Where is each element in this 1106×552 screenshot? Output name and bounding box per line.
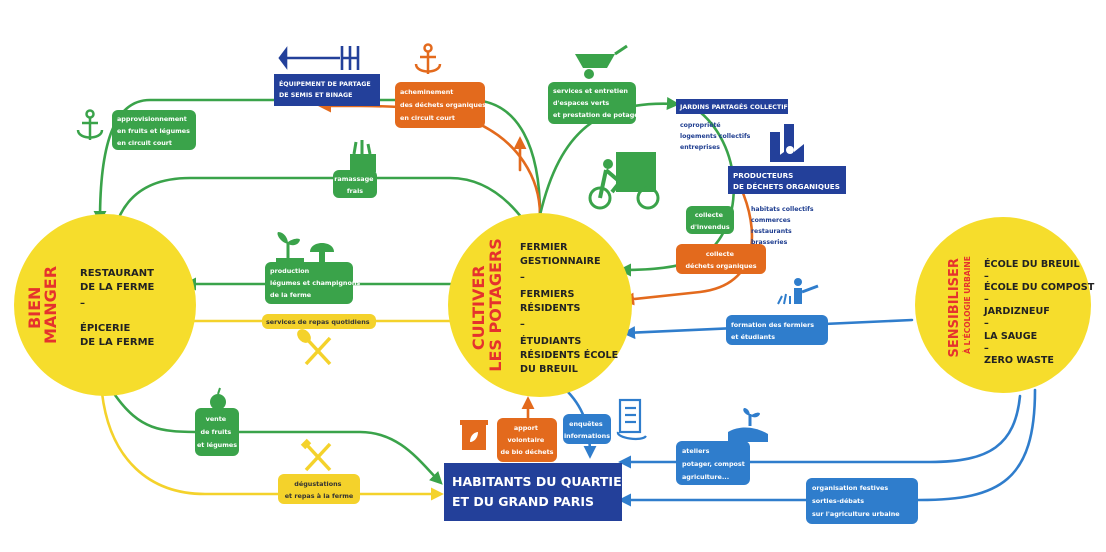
flow-degustations	[100, 391, 444, 501]
svg-text:RESTAURANT DE LA FERME: RESTAURANT DE LA FERME – ÉPICERIE DE LA …	[80, 268, 158, 348]
box-producteurs: PRODUCTEURS DE DÉCHETS ORGANIQUES	[728, 166, 846, 194]
svg-text:HABITANTS DU QUARTIER ET: HABITANTS DU QUARTIER ET DU GRAND PARIS	[452, 474, 636, 509]
flow-vente-fruits	[113, 393, 443, 485]
box-equipement: ÉQUIPEMENT DE PARTAGE DE SEMIS ET BINAGE	[274, 74, 380, 106]
anchor-icon	[76, 109, 104, 140]
hand-plant-icon	[728, 408, 768, 442]
pill-ramassage: ramassage frais	[333, 170, 377, 198]
wheelbarrow-icon	[575, 44, 628, 79]
flow-ramassage	[111, 176, 527, 232]
hub-bien-manger: BIEN MANGER RESTAURANT DE LA FERME – ÉPI…	[14, 214, 196, 396]
anchor-icon	[414, 43, 442, 74]
pill-organisation: organisation festives sorties-débats sur…	[806, 478, 918, 524]
hub-title: BIEN MANGER	[25, 266, 60, 344]
svg-text:ramassage frais: ramassage frais	[334, 175, 376, 195]
pill-vente-fruits: vente de fruits et légumes	[195, 408, 239, 456]
pill-enquetes: enquêtes informations	[563, 414, 611, 444]
svg-text:JARDINS PARTAGÉS COLLECTIFS: JARDINS PARTAGÉS COLLECTIFS	[679, 102, 793, 111]
scroll-icon	[616, 398, 647, 441]
pill-ateliers: ateliers potager, compost agriculture...	[676, 441, 750, 485]
pill-services-entretien: services et entretien d'espaces verts et…	[548, 82, 643, 124]
apple-icon	[210, 387, 226, 410]
svg-text:approvisionnement en fru: approvisionnement en fruits et légumes e…	[117, 115, 192, 147]
svg-text:production légumes et ch: production légumes et champignons de la …	[270, 267, 362, 299]
svg-text:services et entretien d': services et entretien d'espaces verts et…	[553, 87, 643, 119]
hub-title: CULTIVER LES POTAGERS	[469, 238, 505, 372]
svg-text:PRODUCTEURS DE DÉCHETS O: PRODUCTEURS DE DÉCHETS ORGANIQUES	[733, 171, 840, 191]
pill-collecte-dechets: collecte déchets organiques	[676, 244, 766, 274]
svg-text:services de repas quotidiens: services de repas quotidiens	[266, 318, 370, 326]
svg-text:collecte d'invendus: collecte d'invendus	[690, 211, 729, 231]
sprinkler-icon	[777, 278, 819, 305]
svg-text:apport volontaire: apport volontaire de bio déchets	[501, 424, 554, 456]
hub-sensibiliser: SENSIBILISER À L'ÉCOLOGIE URBAINE ÉCOLE …	[915, 217, 1098, 393]
pill-formation: formation des fermiers et étudiants	[726, 315, 828, 345]
svg-text:vente de fruits et: vente de fruits et légumes	[197, 415, 237, 449]
flow-services	[538, 97, 680, 217]
compost-bin-icon	[460, 420, 488, 450]
svg-text:ateliers potager, compos: ateliers potager, compost agriculture...	[682, 447, 747, 481]
seed-drill-icon	[278, 46, 360, 70]
delivery-bike-icon	[588, 152, 660, 210]
svg-text:dégustations et repas à: dégustations et repas à la ferme	[285, 480, 354, 500]
svg-text:ÉQUIPEMENT DE PARTAGE DE: ÉQUIPEMENT DE PARTAGE DE SEMIS ET BINAGE	[279, 79, 373, 99]
sprout-mushroom-icon	[276, 232, 334, 264]
pill-degustations: dégustations et repas à la ferme	[278, 474, 360, 504]
svg-text:enquêtes informations: enquêtes informations	[564, 420, 610, 440]
svg-text:FERMIER GESTIONNAIRE: FERMIER GESTIONNAIRE – FERMIERS RÉSIDENT…	[520, 242, 622, 375]
factory-icon	[770, 124, 804, 162]
hub-title: SENSIBILISER À L'ÉCOLOGIE URBAINE	[943, 252, 972, 357]
pill-collecte-invendus: collecte d'invendus	[686, 206, 734, 234]
svg-text:formation des fermiers e: formation des fermiers et étudiants	[731, 321, 816, 341]
fork-spoon-icon	[297, 329, 332, 366]
box-jardins: JARDINS PARTAGÉS COLLECTIFS	[676, 99, 793, 114]
flow-ateliers	[618, 394, 1022, 469]
svg-text:collecte déchets organiq: collecte déchets organiques	[685, 250, 756, 270]
hub-cultiver: CULTIVER LES POTAGERS FERMIER GESTIONNAI…	[448, 213, 632, 397]
svg-text:acheminement des déchets: acheminement des déchets organiques en c…	[400, 88, 488, 122]
pill-acheminement: acheminement des déchets organiques en c…	[395, 82, 488, 128]
svg-text:organisation festives so: organisation festives sorties-débats sur…	[812, 484, 900, 518]
svg-text:ÉCOLE DU BREUIL –: ÉCOLE DU BREUIL – ÉCOLE DU COMPOST – JAR…	[983, 257, 1098, 366]
note-producteurs: habitats collectifs commerces restaurant…	[751, 206, 816, 246]
basket-icon	[350, 140, 376, 172]
pill-apport-volontaire: apport volontaire de bio déchets	[497, 418, 557, 462]
flow-organisation	[618, 388, 1037, 507]
flow-lines	[93, 97, 1037, 507]
pill-service-repas: services de repas quotidiens	[262, 314, 376, 329]
pill-production: production légumes et champignons de la …	[265, 262, 362, 304]
pill-approvisionnement: approvisionnement en fruits et légumes e…	[112, 110, 196, 150]
box-habitants: HABITANTS DU QUARTIER ET DU GRAND PARIS	[444, 463, 636, 521]
note-jardins: copropriété logements collectifs entrepr…	[680, 121, 752, 151]
fork-knife-icon	[300, 438, 332, 472]
